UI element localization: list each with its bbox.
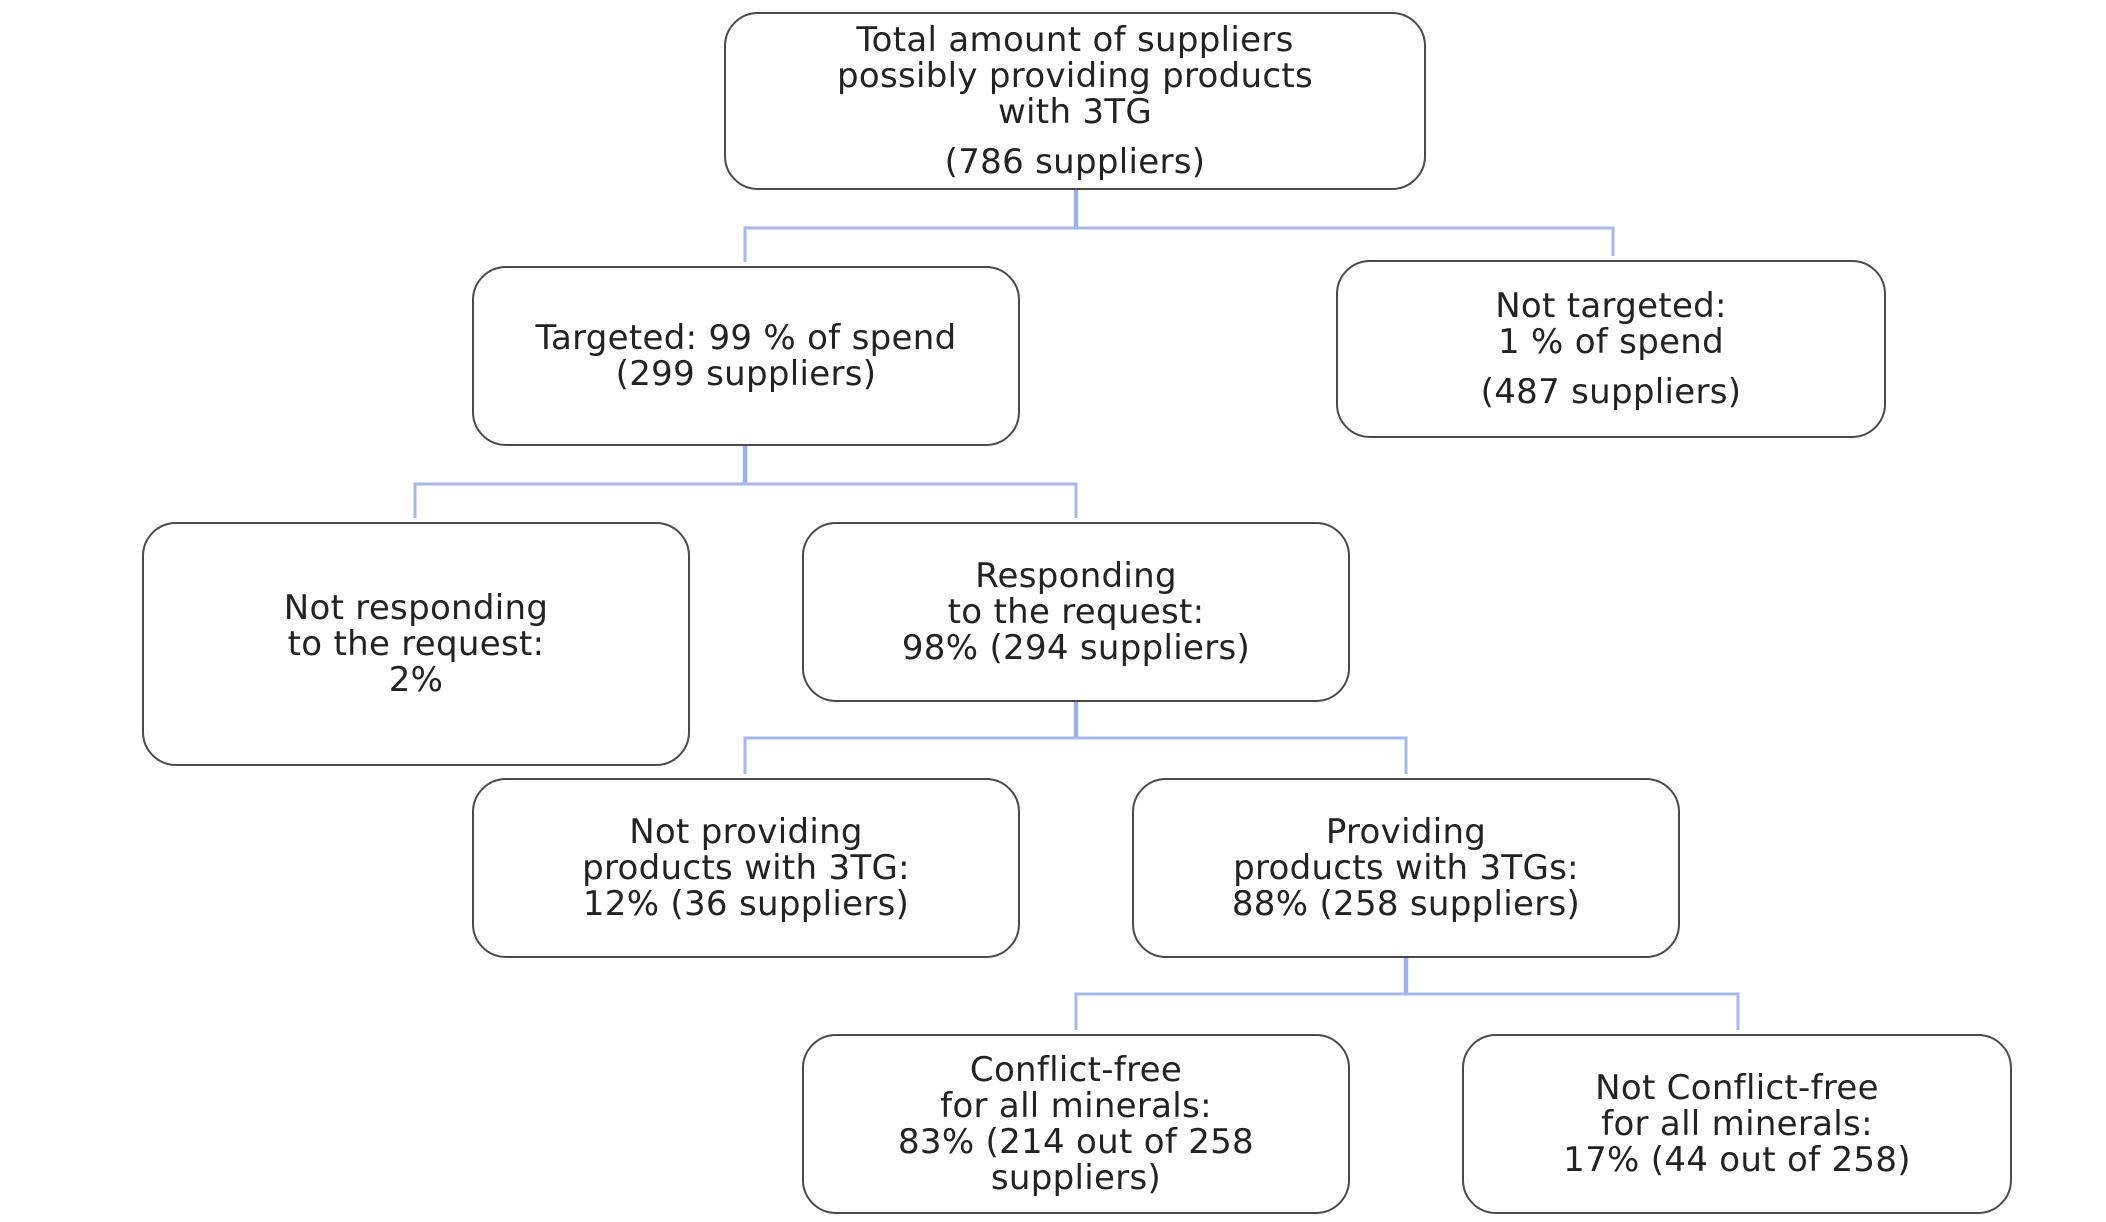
node-not-targeted-line-2: 1 % of spend xyxy=(1497,322,1725,362)
node-conflict-free-line-1: Conflict-free xyxy=(969,1050,1183,1090)
node-total-line-3: with 3TG xyxy=(997,92,1153,132)
node-not-conflict-free-line-2: for all minerals: xyxy=(1601,1104,1873,1144)
node-providing-line-1: Providing xyxy=(1325,812,1487,852)
node-conflict-free-line-4: suppliers) xyxy=(990,1158,1162,1198)
node-not-responding-line-3: 2% xyxy=(388,660,444,700)
connector-targeted-branches xyxy=(413,482,1078,518)
node-not-conflict-free-line-3: 17% (44 out of 258) xyxy=(1563,1140,1911,1180)
node-not-responding-line-2: to the request: xyxy=(287,624,545,664)
node-providing-line-3: 88% (258 suppliers) xyxy=(1231,884,1581,924)
node-total-line-1: Total amount of suppliers xyxy=(856,20,1294,60)
node-not-providing-line-2: products with 3TG: xyxy=(582,848,910,888)
connector-root-branches xyxy=(743,226,1615,262)
node-targeted-line-2: (299 suppliers) xyxy=(615,354,877,394)
node-providing: Providing products with 3TGs: 88% (258 s… xyxy=(1132,778,1680,958)
node-not-providing-line-1: Not providing xyxy=(629,812,863,852)
node-not-responding: Not responding to the request: 2% xyxy=(142,522,690,766)
node-not-targeted-line-1: Not targeted: xyxy=(1495,286,1727,326)
node-not-targeted-count: (487 suppliers) xyxy=(1480,372,1742,412)
node-responding: Responding to the request: 98% (294 supp… xyxy=(802,522,1350,702)
node-not-providing: Not providing products with 3TG: 12% (36… xyxy=(472,778,1020,958)
node-not-conflict-free-line-1: Not Conflict-free xyxy=(1595,1068,1879,1108)
node-total-line-2: possibly providing products xyxy=(837,56,1313,96)
node-providing-line-2: products with 3TGs: xyxy=(1233,848,1579,888)
node-not-conflict-free: Not Conflict-free for all minerals: 17% … xyxy=(1462,1034,2012,1214)
node-total-suppliers: Total amount of suppliers possibly provi… xyxy=(724,12,1426,190)
node-responding-line-1: Responding xyxy=(975,556,1177,596)
node-conflict-free-line-3: 83% (214 out of 258 xyxy=(897,1122,1254,1162)
connector-providing-branches xyxy=(1074,992,1740,1030)
node-targeted: Targeted: 99 % of spend (299 suppliers) xyxy=(472,266,1020,446)
connector-responding-branches xyxy=(743,736,1408,774)
node-not-providing-line-3: 12% (36 suppliers) xyxy=(582,884,910,924)
node-responding-line-3: 98% (294 suppliers) xyxy=(901,628,1251,668)
node-conflict-free-line-2: for all minerals: xyxy=(940,1086,1212,1126)
node-not-targeted: Not targeted: 1 % of spend (487 supplier… xyxy=(1336,260,1886,438)
node-targeted-line-1: Targeted: 99 % of spend xyxy=(535,318,957,358)
node-total-count: (786 suppliers) xyxy=(944,142,1206,182)
node-conflict-free: Conflict-free for all minerals: 83% (214… xyxy=(802,1034,1350,1214)
node-responding-line-2: to the request: xyxy=(947,592,1205,632)
node-not-responding-line-1: Not responding xyxy=(283,588,549,628)
